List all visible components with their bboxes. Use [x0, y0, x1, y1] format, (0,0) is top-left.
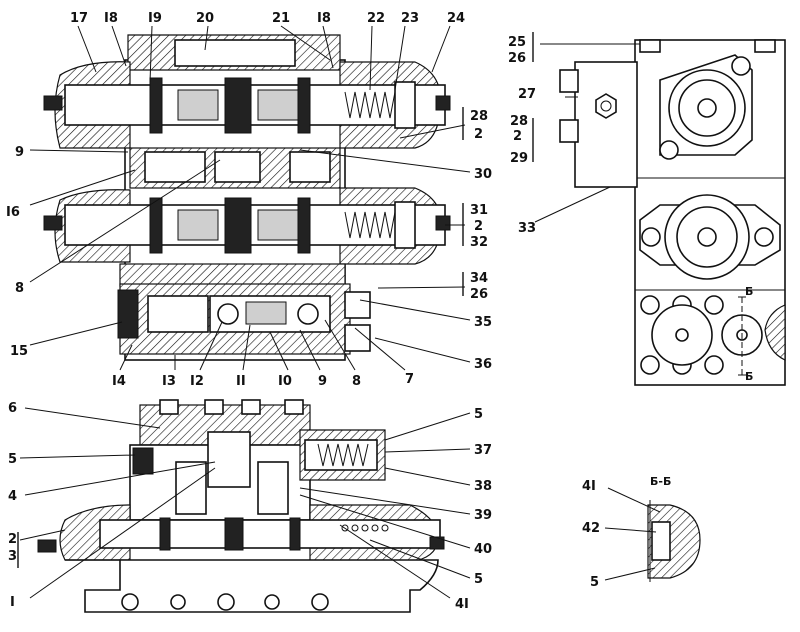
label-4: 4: [8, 489, 17, 504]
label-28: 28: [470, 109, 488, 124]
label-18a: I8: [104, 11, 118, 26]
label-28b: 28: [510, 114, 528, 129]
section-mark-top: Б: [745, 285, 753, 298]
label-2b: 2: [474, 219, 483, 234]
label-30: 30: [474, 167, 492, 182]
label-26: 26: [470, 287, 488, 302]
label-35: 35: [474, 315, 492, 330]
label-2c: 2: [513, 129, 522, 144]
label-41: 4I: [455, 597, 469, 612]
label-22: 22: [367, 11, 385, 26]
label-3: 3: [8, 549, 17, 564]
lower-spool: [64, 204, 446, 246]
label-42: 42: [582, 521, 600, 536]
label-8a: 8: [15, 281, 24, 296]
label-40: 40: [474, 542, 492, 557]
label-14: I4: [112, 374, 126, 389]
label-21: 21: [272, 11, 290, 26]
label-32: 32: [470, 235, 488, 250]
label-9b: 9: [318, 374, 327, 389]
label-41b: 4I: [582, 479, 596, 494]
label-34: 34: [470, 271, 488, 286]
label-5b: 5: [474, 407, 483, 422]
label-27: 27: [518, 87, 536, 102]
section-title: Б-Б: [650, 475, 671, 488]
labels-side: 25 26 27 28 2 29 33 Б Б: [508, 32, 753, 383]
label-8b: 8: [352, 374, 361, 389]
labels-main: 17 I8 I9 20 21 I8 22 23 24 9 I6 8 15 I4 …: [6, 11, 492, 389]
label-5c: 5: [474, 572, 483, 587]
lower-left-plug: [43, 215, 63, 231]
label-6: 6: [8, 401, 17, 416]
upper-spool: [64, 84, 446, 126]
label-33: 33: [518, 221, 536, 236]
label-12: I2: [190, 374, 204, 389]
label-5a: 5: [8, 452, 17, 467]
label-9a: 9: [15, 145, 24, 160]
label-37: 37: [474, 443, 492, 458]
lower-view: [37, 399, 445, 613]
side-cover: [574, 61, 638, 188]
label-18b: I8: [317, 11, 331, 26]
relief-spring: [317, 443, 369, 467]
label-20: 20: [196, 11, 214, 26]
section-view: Б-Б 4I 42 5: [582, 475, 701, 590]
lower-right-plug: [435, 215, 451, 231]
label-25: 25: [508, 35, 526, 50]
lower-spring: [344, 211, 396, 239]
side-view: [559, 39, 786, 386]
label-10: I0: [278, 374, 292, 389]
label-5d: 5: [590, 575, 599, 590]
label-38: 38: [474, 479, 492, 494]
upper-right-plug: [435, 95, 451, 111]
label-16: I6: [6, 205, 20, 220]
label-23: 23: [401, 11, 419, 26]
label-36: 36: [474, 357, 492, 372]
label-24: 24: [447, 11, 465, 26]
upper-left-plug: [43, 95, 63, 111]
lower-plug: [132, 447, 154, 475]
label-19: I9: [148, 11, 162, 26]
label-31: 31: [470, 203, 488, 218]
label-39: 39: [474, 508, 492, 523]
label-13: I3: [162, 374, 176, 389]
label-11: II: [236, 374, 246, 389]
section-mark-bottom: Б: [745, 370, 753, 383]
hex-plug: [595, 93, 617, 119]
label-26b: 26: [508, 51, 526, 66]
upper-spring: [344, 91, 396, 119]
label-2d: 2: [8, 532, 17, 547]
label-15: 15: [10, 344, 28, 359]
label-1: I: [10, 595, 15, 610]
label-17: 17: [70, 11, 88, 26]
label-2a: 2: [474, 127, 483, 142]
label-29: 29: [510, 151, 528, 166]
main-section-view: [43, 34, 451, 361]
label-7: 7: [405, 372, 414, 387]
lower-base: [65, 559, 439, 613]
labels-lower: 6 5 4 2 3 I 5 37 38 39 40 5 4I: [8, 401, 492, 612]
leader-lines-main: [29, 25, 471, 371]
